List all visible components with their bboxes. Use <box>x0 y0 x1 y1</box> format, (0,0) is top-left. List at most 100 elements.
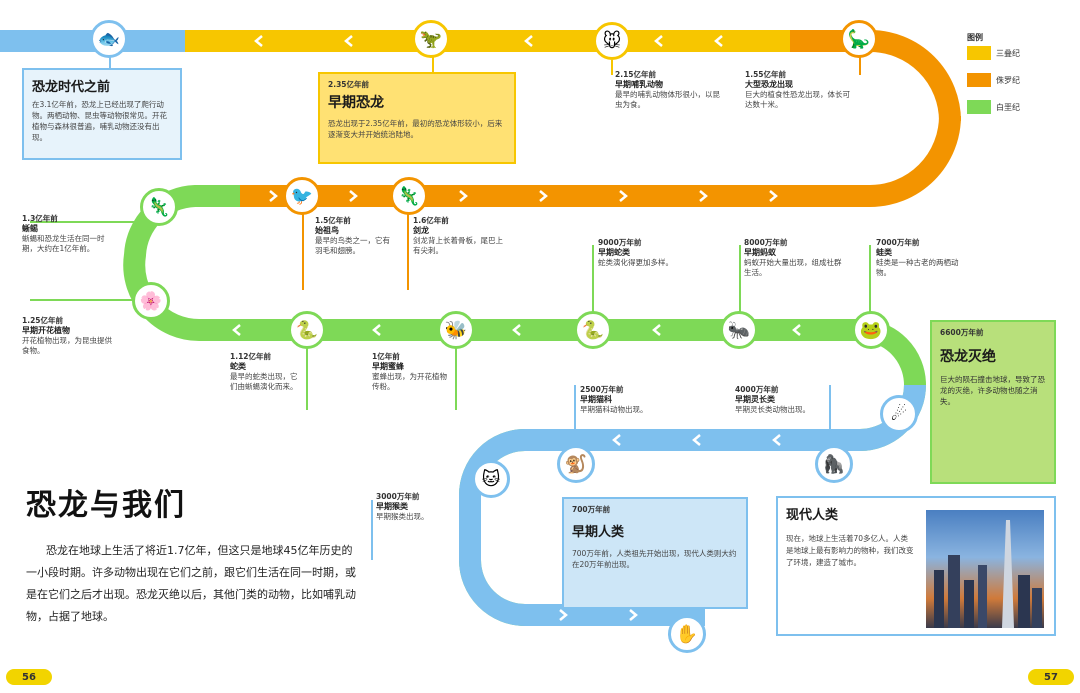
event-name: 早期开花植物 <box>22 326 70 335</box>
hand-icon: ✋ <box>668 615 706 653</box>
monkey-icon: 🐒 <box>557 445 595 483</box>
extinction-title: 恐龙灭绝 <box>940 349 996 365</box>
meteor-icon: ☄ <box>880 395 918 433</box>
ant-icon: 🐜 <box>720 311 758 349</box>
event-date: 1亿年前 <box>372 352 400 361</box>
event-date: 1.5亿年前 <box>315 216 351 225</box>
legend-title: 图例 <box>967 33 983 42</box>
page-number-right: 57 <box>1028 669 1074 685</box>
event-name: 早期猫科 <box>580 395 612 404</box>
event-name: 早期蛇类 <box>598 248 630 257</box>
sauropod-icon: 🦕 <box>840 20 878 58</box>
event-date: 7000万年前 <box>876 238 920 247</box>
early-human-date: 700万年前 <box>572 505 611 514</box>
cat-icon: 🐱 <box>472 460 510 498</box>
coiled-snake-icon: 🐍 <box>574 311 612 349</box>
main-title: 恐龙与我们 <box>26 488 186 523</box>
legend-swatch-cretaceous <box>967 100 991 114</box>
event-date: 9000万年前 <box>598 238 642 247</box>
modern-human-box: 现代人类 现在，地球上生活着70多亿人。人类是地球上最有影响力的物种，我们改变了… <box>776 496 1056 636</box>
modern-human-text: 现在，地球上生活着70多亿人。人类是地球上最有影响力的物种，我们改变了环境，建造… <box>786 534 914 567</box>
event-ant: 8000万年前 早期蚂蚁 蚂蚁开始大量出现，组成社群生活。 <box>744 238 842 278</box>
event-date: 1.55亿年前 <box>745 70 787 79</box>
event-bee: 1亿年前 早期蜜蜂 蜜蜂出现，为开花植物传粉。 <box>372 352 452 392</box>
extinction-date: 6600万年前 <box>940 328 984 337</box>
event-name: 早期蚂蚁 <box>744 248 776 257</box>
event-text: 蜜蜂出现，为开花植物传粉。 <box>372 372 447 391</box>
event-name: 蜥蜴 <box>22 224 38 233</box>
event-date: 1.6亿年前 <box>413 216 449 225</box>
event-name: 剑龙 <box>413 226 429 235</box>
intro-box: 恐龙时代之前 在3.1亿年前，恐龙上已经出现了爬行动物。两栖动物、昆虫等动物很常… <box>22 68 182 160</box>
intro-title: 恐龙时代之前 <box>32 80 111 95</box>
event-date: 1.12亿年前 <box>230 352 272 361</box>
fish-icon: 🐟 <box>90 20 128 58</box>
event-name: 早期猴类 <box>376 502 408 511</box>
early-human-text: 700万年前，人类祖先开始出现，现代人类则大约在20万年前出现。 <box>572 549 737 569</box>
frog-icon: 🐸 <box>852 311 890 349</box>
extinction-box: 6600万年前 恐龙灭绝 巨大的陨石撞击地球，导致了恐龙的灭绝，许多动物也随之消… <box>930 320 1056 484</box>
event-text: 蚂蚁开始大量出现，组成社群生活。 <box>744 258 842 277</box>
main-text: 恐龙在地球上生活了将近1.7亿年，但这只是地球45亿年历史的一小段时期。许多动物… <box>26 544 356 623</box>
event-text: 巨大的植食性恐龙出现，体长可达数十米。 <box>745 90 850 109</box>
event-text: 早期猴类出现。 <box>376 512 429 521</box>
lizard-icon: 🦎 <box>140 188 178 226</box>
event-date: 3000万年前 <box>376 492 420 501</box>
event-early-monkey: 3000万年前 早期猴类 早期猴类出现。 <box>376 492 446 522</box>
event-date: 1.25亿年前 <box>22 316 64 325</box>
snake-icon: 🐍 <box>288 311 326 349</box>
event-date: 4000万年前 <box>735 385 779 394</box>
event-name: 蛇类 <box>230 362 246 371</box>
bee-icon: 🐝 <box>437 311 475 349</box>
event-large-dino: 1.55亿年前 大型恐龙出现 巨大的植食性恐龙出现，体长可达数十米。 <box>745 70 855 110</box>
event-text: 早期灵长类动物出现。 <box>735 405 810 414</box>
skyline-svg <box>934 520 1042 628</box>
mammal-icon: 🐭 <box>593 22 631 60</box>
early-dino-date: 2.35亿年前 <box>328 80 370 89</box>
intro-text: 在3.1亿年前，恐龙上已经出现了爬行动物。两栖动物、昆虫等动物很常见。开花植物与… <box>32 100 167 142</box>
event-text: 最早的哺乳动物体形很小，以昆虫为食。 <box>615 90 720 109</box>
event-date: 1.3亿年前 <box>22 214 58 223</box>
event-text: 早期猫科动物出现。 <box>580 405 648 414</box>
legend-label-triassic: 三叠纪 <box>996 49 1020 58</box>
event-date: 8000万年前 <box>744 238 788 247</box>
city-skyline-image <box>926 510 1044 628</box>
event-stegosaurus: 1.6亿年前 剑龙 剑龙背上长着骨板，尾巴上有尖刺。 <box>413 216 503 256</box>
early-human-title: 早期人类 <box>572 525 625 540</box>
event-frog: 7000万年前 蛙类 蛙类是一种古老的两栖动物。 <box>876 238 966 278</box>
event-early-mammal: 2.15亿年前 早期哺乳动物 最早的哺乳动物体形很小，以昆虫为食。 <box>615 70 725 110</box>
event-name: 大型恐龙出现 <box>745 80 793 89</box>
event-early-snake: 9000万年前 早期蛇类 蛇类演化得更加多样。 <box>598 238 693 268</box>
event-name: 早期灵长类 <box>735 395 775 404</box>
dinosaur-icon: 🦖 <box>412 20 450 58</box>
event-early-cat: 2500万年前 早期猫科 早期猫科动物出现。 <box>580 385 672 415</box>
page-number-left: 56 <box>6 669 52 685</box>
bird-icon: 🐦 <box>283 177 321 215</box>
early-dino-box: 2.35亿年前 早期恐龙 恐龙出现于2.35亿年前，最初的恐龙体形较小，后来逐渐… <box>318 72 516 164</box>
early-human-box: 700万年前 早期人类 700万年前，人类祖先开始出现，现代人类则大约在20万年… <box>562 497 748 609</box>
ape-icon: 🦍 <box>815 445 853 483</box>
event-flowering-plant: 1.25亿年前 早期开花植物 开花植物出现，为昆虫提供食物。 <box>22 316 114 356</box>
event-text: 最早的蛇类出现，它们由蜥蜴演化而来。 <box>230 372 298 391</box>
legend-swatch-triassic <box>967 46 991 60</box>
flower-icon: 🌸 <box>132 282 170 320</box>
legend-label-cretaceous: 白垩纪 <box>996 103 1020 112</box>
event-snake: 1.12亿年前 蛇类 最早的蛇类出现，它们由蜥蜴演化而来。 <box>230 352 302 392</box>
event-text: 开花植物出现，为昆虫提供食物。 <box>22 336 112 355</box>
event-date: 2500万年前 <box>580 385 624 394</box>
event-lizard: 1.3亿年前 蜥蜴 蜥蜴和恐龙生活在同一时期，大约在1亿年前。 <box>22 214 114 254</box>
event-text: 蛇类演化得更加多样。 <box>598 258 673 267</box>
legend-label-jurassic: 侏罗纪 <box>996 76 1020 85</box>
early-dino-title: 早期恐龙 <box>328 95 384 111</box>
extinction-text: 巨大的陨石撞击地球，导致了恐龙的灭绝，许多动物也随之消失。 <box>940 375 1045 406</box>
early-dino-text: 恐龙出现于2.35亿年前，最初的恐龙体形较小，后来逐渐变大并开始统治陆地。 <box>328 119 503 139</box>
event-name: 始祖鸟 <box>315 226 339 235</box>
stegosaurus-icon: 🦎 <box>390 177 428 215</box>
event-text: 蛙类是一种古老的两栖动物。 <box>876 258 959 277</box>
event-date: 2.15亿年前 <box>615 70 657 79</box>
event-text: 剑龙背上长着骨板，尾巴上有尖刺。 <box>413 236 503 255</box>
event-archaeopteryx: 1.5亿年前 始祖鸟 最早的鸟类之一，它有羽毛和翅膀。 <box>315 216 395 256</box>
event-name: 早期哺乳动物 <box>615 80 663 89</box>
